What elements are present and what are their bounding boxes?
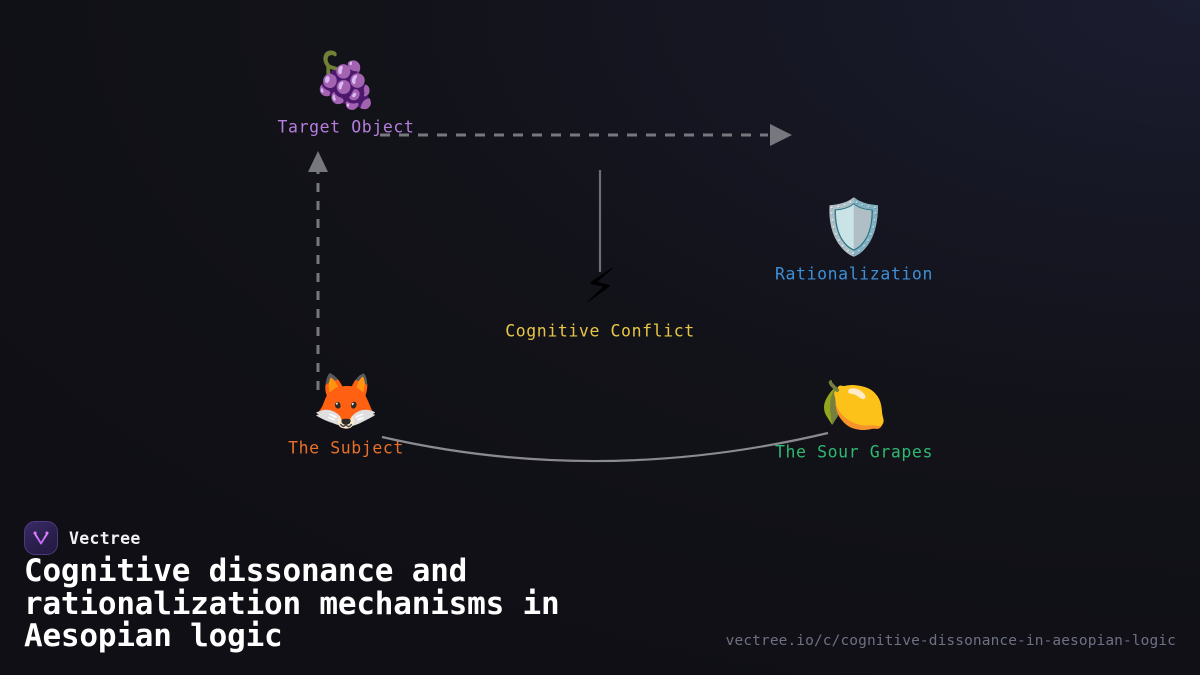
node-cognitive-conflict[interactable]: ⚡ Cognitive Conflict: [480, 254, 720, 341]
edge-subject-to-sour-grapes: [381, 431, 829, 463]
node-rationalization[interactable]: 🛡️ Rationalization: [734, 197, 974, 284]
shield-icon: 🛡️: [820, 195, 888, 259]
lemon-icon: 🍋: [820, 373, 888, 437]
node-the-subject[interactable]: 🦊 The Subject: [226, 371, 466, 458]
node-label-cognitive-conflict: Cognitive Conflict: [505, 321, 695, 341]
edge-target-to-rationalization: [380, 124, 792, 146]
node-target-object[interactable]: 🍇 Target Object: [226, 50, 466, 137]
page-url: vectree.io/c/cognitive-dissonance-in-aes…: [725, 633, 1176, 649]
brand-name: Vectree: [69, 528, 141, 548]
node-label-the-subject: The Subject: [288, 438, 404, 458]
lightning-bolt-icon: ⚡: [583, 252, 617, 316]
node-the-sour-grapes[interactable]: 🍋 The Sour Grapes: [734, 375, 974, 462]
brand-row[interactable]: Vectree: [24, 521, 141, 555]
node-label-target-object: Target Object: [277, 117, 415, 137]
page-title: Cognitive dissonance and rationalization…: [24, 553, 560, 655]
vectree-logo-icon: [24, 521, 58, 555]
edge-subject-to-target: [308, 151, 328, 390]
grapes-icon: 🍇: [312, 48, 380, 112]
node-label-the-sour-grapes: The Sour Grapes: [774, 442, 933, 462]
node-label-rationalization: Rationalization: [774, 264, 933, 284]
fox-icon: 🦊: [312, 369, 380, 433]
